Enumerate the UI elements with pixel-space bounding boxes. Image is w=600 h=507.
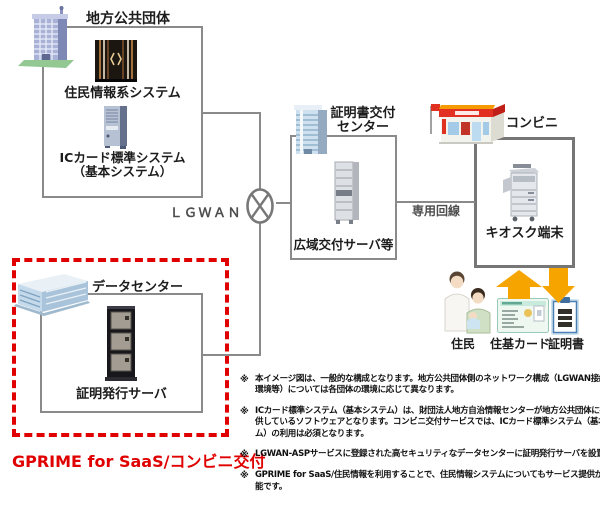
connector-lgwan-to-dc-v xyxy=(259,222,261,356)
ic-card-system-label-line1: ICカード標準システム xyxy=(59,150,186,165)
kiosk-terminal-label: キオスク端末 xyxy=(485,226,564,241)
note-line: 供しているソフトウェアとなります。コンビニ交付サービスでは、ICカード標準システ… xyxy=(255,417,600,428)
datacenter-group-box xyxy=(40,293,203,413)
connector-lg-to-lgwan-h xyxy=(202,112,261,114)
kiosk-terminal-icon xyxy=(503,164,539,222)
cert-issue-server-label: 証明発行サーバ xyxy=(76,387,167,402)
connector-lgwan-to-center xyxy=(276,202,291,204)
note-marker: ※ xyxy=(240,406,249,417)
juki-card-icon xyxy=(497,298,549,333)
local-government-title: 地方公共団体 xyxy=(86,11,170,27)
gprime-saas-scope-dashed-box xyxy=(12,258,229,437)
note-line: ム）の利用は必須となります。 xyxy=(255,428,369,439)
juki-card-label: 住基カード xyxy=(489,337,550,351)
cert-center-title-line2: センター xyxy=(336,120,389,135)
note-item-4: ※ GPRIME for SaaS/住民情報を利用することで、住民情報システムに… xyxy=(240,470,600,493)
note-line: 環境等）については各団体の環境に応じて異なります。 xyxy=(255,385,459,396)
note-item-3: ※ LGWAN-ASPサービスに登録された高セキュリティなデータセンターに証明発… xyxy=(240,449,600,461)
note-marker: ※ xyxy=(240,375,249,385)
cert-center-building-icon xyxy=(294,105,327,154)
connector-center-to-conv xyxy=(396,201,475,203)
note-line: GPRIME for SaaS/住民情報を利用することで、住民情報システムについ… xyxy=(255,470,600,481)
resident-label: 住民 xyxy=(450,337,475,351)
note-marker: ※ xyxy=(240,450,249,461)
lgwan-node-icon xyxy=(246,188,274,224)
card-insert-up-arrow-icon xyxy=(496,270,542,299)
datacenter-title: データセンター xyxy=(92,280,184,295)
certificate-output-down-arrow-icon xyxy=(542,268,575,303)
connector-lg-to-lgwan-v xyxy=(259,112,261,190)
note-marker: ※ xyxy=(240,471,249,482)
convenience-title: コンビニ xyxy=(506,116,559,131)
wide-area-server-label: 広域交付サーバ等 xyxy=(293,237,394,252)
convenience-group-box xyxy=(474,137,575,268)
datacenter-building-icon xyxy=(14,274,90,316)
certificate-label: 証明書 xyxy=(547,337,584,351)
connector-lgwan-to-dc-h xyxy=(202,354,261,356)
note-item-1: ※ 本イメージ図は、一般的な構成となります。地方公共団体側のネットワーク構成（L… xyxy=(240,374,600,397)
resident-system-label: 住民情報系システム xyxy=(64,86,181,101)
note-line: 能です。 xyxy=(255,481,287,492)
resident-system-mainframe-icon xyxy=(95,40,137,82)
cert-center-title-line1: 証明書交付 xyxy=(330,106,396,121)
ic-card-system-label-line2: （基本システム） xyxy=(72,164,173,179)
dedicated-line-label: 専用回線 xyxy=(411,204,460,218)
gprime-caption: GPRIME for SaaS/コンビニ交付 xyxy=(12,452,266,471)
ic-card-system-server-icon xyxy=(104,106,127,149)
note-item-2: ※ ICカード標準システム（基本システム）は、財団法人地方自治情報センターが地方… xyxy=(240,406,600,440)
notes-section: ※ 本イメージ図は、一般的な構成となります。地方公共団体側のネットワーク構成（L… xyxy=(240,374,600,502)
cert-issue-server-icon xyxy=(105,306,137,381)
note-line: 本イメージ図は、一般的な構成となります。地方公共団体側のネットワーク構成（LGW… xyxy=(255,374,600,384)
residents-icon xyxy=(444,271,491,334)
government-building-icon xyxy=(18,6,74,68)
lgwan-label: ＬＧＷＡＮ xyxy=(169,206,242,221)
note-line: LGWAN-ASPサービスに登録された高セキュリティなデータセンターに証明発行サ… xyxy=(255,449,600,460)
cert-center-group-box xyxy=(290,135,397,260)
wide-area-server-icon xyxy=(334,161,359,224)
certificate-icon xyxy=(551,297,579,335)
convenience-store-icon xyxy=(430,104,505,144)
note-line: ICカード標準システム（基本システム）は、財団法人地方自治情報センターが地方公共… xyxy=(255,405,600,416)
